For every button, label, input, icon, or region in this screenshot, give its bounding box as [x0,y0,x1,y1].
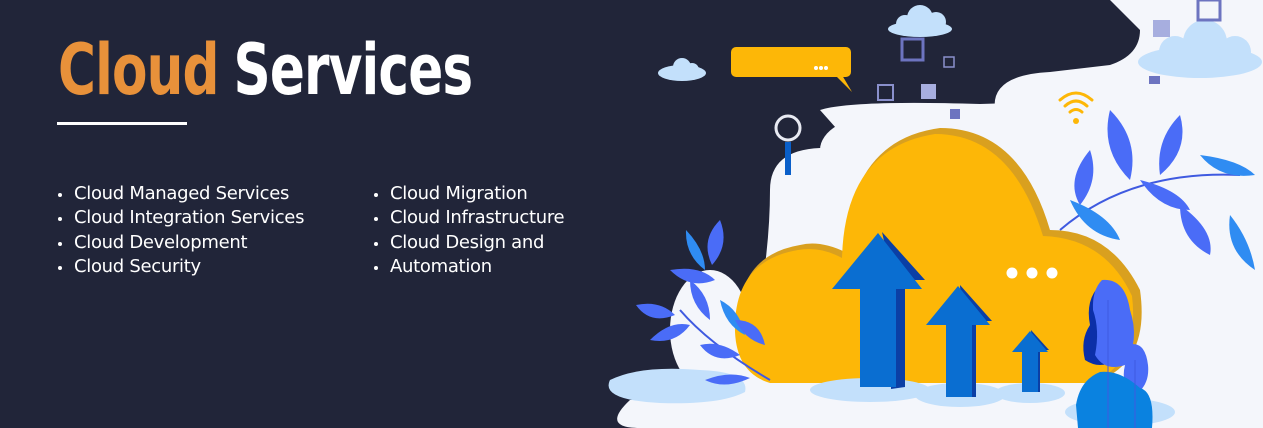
square-icon [900,37,925,62]
leaf-icon [636,220,771,385]
leaf-icon [1059,110,1255,270]
upload-arrow-icon [926,285,992,397]
cloud-icon [658,58,706,81]
square-icon [943,56,955,68]
speech-bubble-icon [731,47,852,92]
title-word-services: Services [233,29,473,111]
wifi-icon [1058,91,1094,124]
square-icon [1153,20,1170,37]
service-item: Cloud Development [56,231,304,255]
magnifier-icon [774,114,802,175]
square-icon [877,84,894,101]
service-item: Automation [372,255,564,279]
services-list-right: Cloud Migration Cloud Infrastructure Clo… [372,182,565,279]
title-word-cloud: Cloud [58,29,220,111]
cloud-icon [888,5,952,37]
puddle-shape [608,368,746,404]
service-item: Cloud Managed Services [56,182,304,206]
square-icon [921,84,936,99]
square-icon [950,109,960,119]
square-icon [1196,0,1222,22]
service-item: Cloud Design and [372,231,564,255]
bush-icon [1076,279,1153,428]
service-item: Cloud Migration [372,182,564,206]
square-icon [1149,76,1160,84]
service-item: Cloud Infrastructure [372,206,565,230]
upload-arrow-icon [1012,330,1049,392]
main-cloud-icon [734,128,1142,383]
title-underline [57,122,187,125]
cloud-icon [1138,20,1262,78]
services-list-left: Cloud Managed Services Cloud Integration… [56,182,304,279]
service-item: Cloud Security [56,255,304,279]
service-item: Cloud Integration Services [56,206,304,230]
upload-arrow-icon [832,232,925,389]
